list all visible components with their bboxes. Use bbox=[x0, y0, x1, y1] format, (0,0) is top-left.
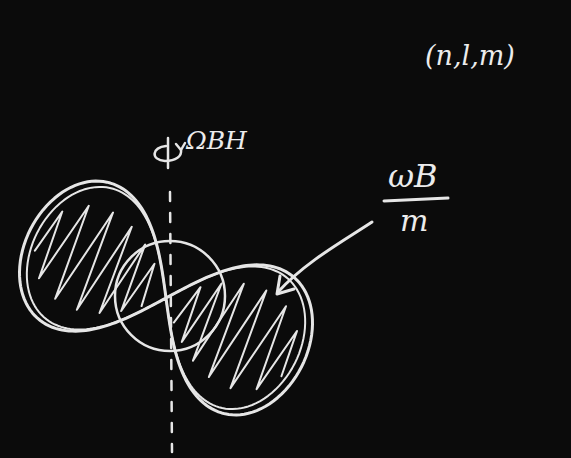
rotation-arrow-head bbox=[176, 143, 185, 150]
leader-arrow-head bbox=[277, 276, 294, 294]
lobe-outline-inner bbox=[27, 187, 305, 409]
angular-velocity-label: ΩBH bbox=[186, 128, 247, 153]
fraction-bar bbox=[384, 198, 448, 201]
lobe-outline bbox=[20, 181, 313, 415]
frequency-numerator: ωB bbox=[388, 160, 438, 192]
frequency-denominator: m bbox=[400, 206, 428, 236]
lobe-hatching bbox=[174, 283, 297, 389]
rotation-axis-top bbox=[167, 138, 170, 168]
rotation-arrow bbox=[155, 146, 182, 161]
lobe-hatching bbox=[35, 206, 155, 313]
quantum-numbers: (n,l,m) bbox=[425, 42, 515, 69]
